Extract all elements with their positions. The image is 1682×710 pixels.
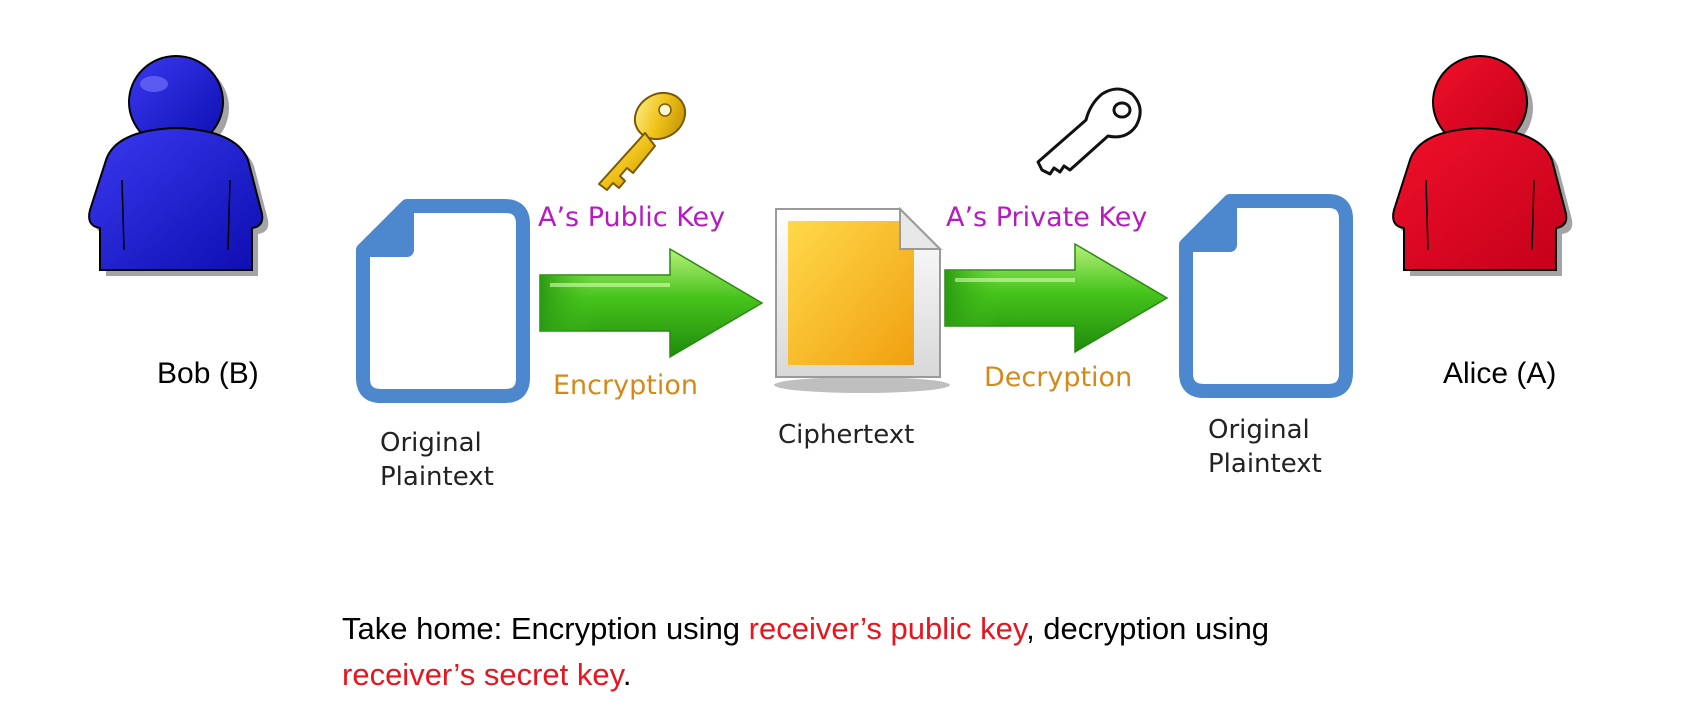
public-key-figure bbox=[585, 88, 695, 198]
takehome-suffix: . bbox=[622, 657, 632, 692]
private-key-label: A’s Private Key bbox=[946, 202, 1148, 233]
ciphertext-label: Ciphertext bbox=[778, 420, 915, 450]
decryption-arrow bbox=[944, 240, 1175, 360]
outline-key-icon bbox=[1036, 87, 1142, 176]
document-icon bbox=[356, 199, 530, 403]
plaintext-label-line1: Original bbox=[380, 428, 482, 458]
takehome-highlight-secret: receiver’s secret key bbox=[342, 657, 623, 692]
person-icon bbox=[1392, 55, 1573, 276]
receiver-figure bbox=[1380, 50, 1580, 280]
document-icon bbox=[1179, 194, 1353, 398]
encryption-label: Encryption bbox=[553, 370, 698, 401]
arrow-right-icon bbox=[539, 247, 764, 359]
arrow-right-icon bbox=[944, 242, 1169, 354]
private-key-figure bbox=[1030, 82, 1150, 182]
person-icon bbox=[88, 55, 269, 276]
plaintext-doc-right bbox=[1178, 193, 1353, 398]
public-key-label: A’s Public Key bbox=[538, 202, 726, 233]
receiver-label: Alice (A) bbox=[1443, 357, 1557, 390]
gold-key-icon bbox=[598, 91, 687, 191]
sender-label: Bob (B) bbox=[157, 357, 259, 390]
plaintext-label-line1: Original bbox=[1208, 415, 1310, 445]
takehome-middle: , decryption using bbox=[1026, 611, 1270, 646]
plaintext-label-right: Original Plaintext bbox=[1208, 413, 1322, 481]
ciphertext-doc bbox=[770, 205, 960, 395]
takehome-prefix: Take home: Encryption using bbox=[342, 611, 749, 646]
plaintext-label-line2: Plaintext bbox=[380, 462, 494, 492]
plaintext-doc-left bbox=[355, 198, 530, 403]
plaintext-label-left: Original Plaintext bbox=[380, 426, 494, 494]
encryption-arrow bbox=[539, 245, 770, 365]
ciphertext-icon bbox=[774, 206, 950, 393]
takehome-message: Take home: Encryption using receiver’s p… bbox=[342, 606, 1442, 698]
plaintext-label-line2: Plaintext bbox=[1208, 449, 1322, 479]
sender-figure bbox=[76, 50, 276, 280]
decryption-label: Decryption bbox=[984, 362, 1133, 393]
takehome-highlight-public: receiver’s public key bbox=[748, 611, 1027, 646]
